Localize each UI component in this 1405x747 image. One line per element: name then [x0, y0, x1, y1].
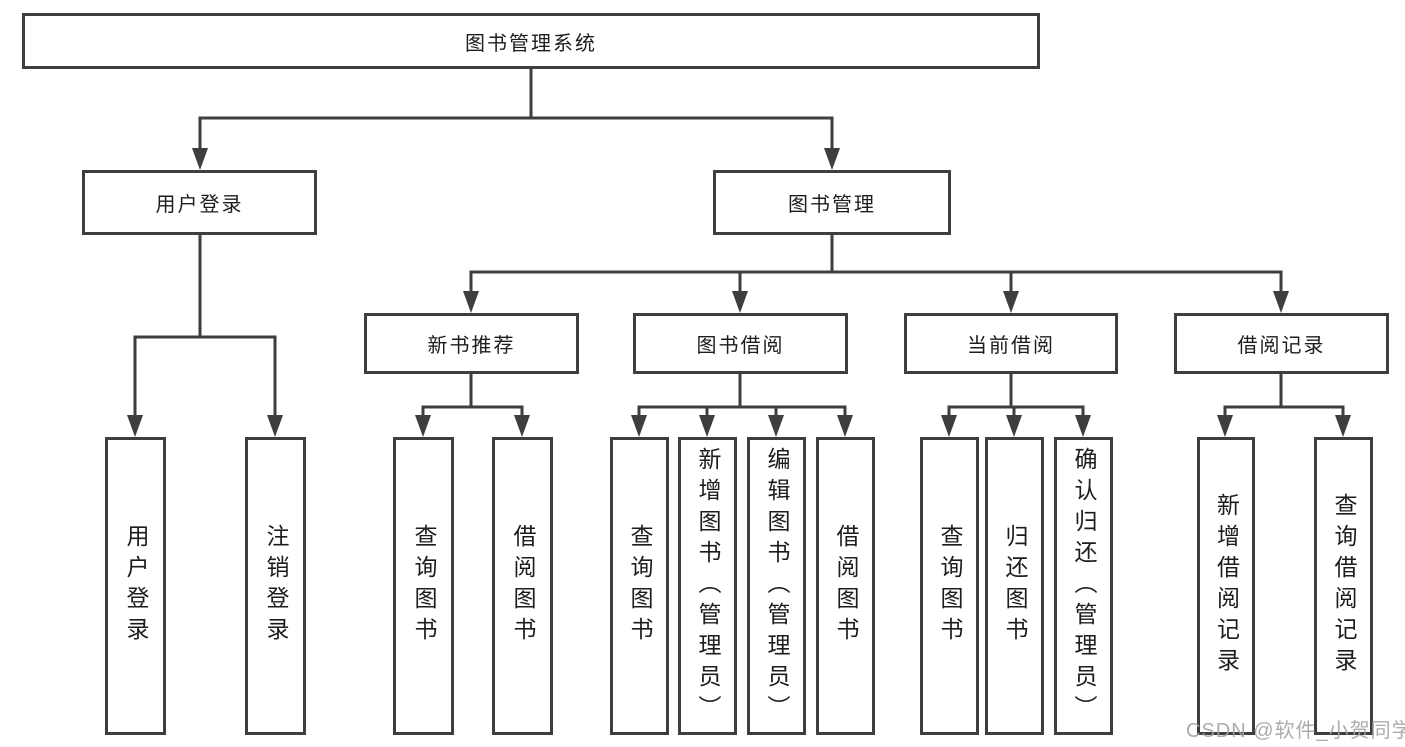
node-root: 图书管理系统	[22, 13, 1040, 69]
leaf-query-book-current-label: 查询图书	[937, 524, 963, 648]
node-book-management-label: 图书管理	[788, 194, 876, 216]
node-user-login: 用户登录	[82, 170, 317, 235]
watermark: CSDN @软件_小贺同学	[1186, 720, 1405, 742]
leaf-borrow-book-recommend: 借阅图书	[492, 437, 553, 735]
leaf-user-login-label: 用户登录	[123, 524, 149, 648]
leaf-confirm-return-admin: 确认归还（管理员）	[1054, 437, 1113, 735]
node-user-login-label: 用户登录	[155, 194, 244, 216]
leaf-return-book-label: 归还图书	[1002, 524, 1028, 648]
leaf-add-borrow-record-label: 新增借阅记录	[1213, 493, 1240, 679]
leaf-add-borrow-record: 新增借阅记录	[1197, 437, 1255, 735]
leaf-edit-book-admin-label: 编辑图书（管理员）	[764, 446, 790, 726]
leaf-query-book-borrowing-label: 查询图书	[627, 524, 653, 648]
node-borrowing-records: 借阅记录	[1174, 313, 1389, 374]
node-book-borrowing-label: 图书借阅	[696, 335, 785, 357]
leaf-borrow-book-recommend-label: 借阅图书	[510, 524, 536, 648]
leaf-add-book-admin-label: 新增图书（管理员）	[695, 446, 721, 726]
leaf-logout: 注销登录	[245, 437, 306, 735]
node-new-book-recommend: 新书推荐	[364, 313, 579, 374]
leaf-borrow-book-label: 借阅图书	[833, 524, 859, 648]
leaf-query-borrow-record-label: 查询借阅记录	[1331, 493, 1357, 679]
leaf-add-book-admin: 新增图书（管理员）	[678, 437, 737, 735]
leaf-return-book: 归还图书	[985, 437, 1044, 735]
leaf-query-book-recommend-label: 查询图书	[411, 524, 437, 648]
leaf-borrow-book: 借阅图书	[816, 437, 875, 735]
node-borrowing-records-label: 借阅记录	[1237, 335, 1326, 357]
node-current-borrowing-label: 当前借阅	[967, 335, 1055, 357]
leaf-query-book-borrowing: 查询图书	[610, 437, 669, 735]
leaf-confirm-return-admin-label: 确认归还（管理员）	[1071, 446, 1097, 726]
leaf-query-book-current: 查询图书	[920, 437, 979, 735]
node-new-book-recommend-label: 新书推荐	[427, 335, 516, 357]
leaf-query-book-recommend: 查询图书	[393, 437, 454, 735]
node-book-management: 图书管理	[713, 170, 951, 235]
leaf-user-login: 用户登录	[105, 437, 166, 735]
node-current-borrowing: 当前借阅	[904, 313, 1118, 374]
node-root-label: 图书管理系统	[465, 32, 597, 55]
node-book-borrowing: 图书借阅	[633, 313, 848, 374]
leaf-edit-book-admin: 编辑图书（管理员）	[747, 437, 806, 735]
leaf-logout-label: 注销登录	[263, 524, 289, 648]
leaf-query-borrow-record: 查询借阅记录	[1314, 437, 1373, 735]
